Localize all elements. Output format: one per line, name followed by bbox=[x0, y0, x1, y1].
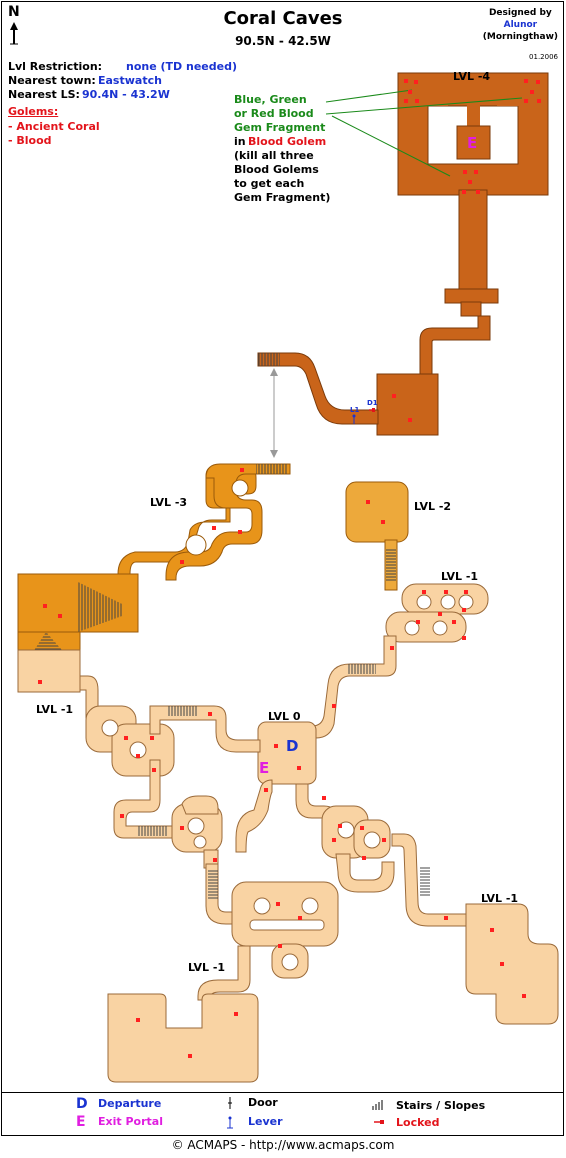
map-version: 01.2006 bbox=[529, 53, 558, 61]
designed-by-label: Designed by bbox=[488, 8, 552, 18]
note-line-3: Gem Fragment bbox=[234, 121, 326, 134]
stairs-slope bbox=[138, 826, 168, 836]
north-label: N bbox=[8, 4, 20, 20]
level-label-minus-1-w: LVL -1 bbox=[36, 703, 74, 716]
nearest-ls-label: Nearest LS: bbox=[8, 88, 80, 101]
level-minus-3-ring bbox=[231, 479, 249, 497]
departure-marker: D bbox=[286, 737, 299, 755]
lever-l1-label: L1 bbox=[350, 406, 360, 414]
stairs-slope bbox=[348, 664, 376, 674]
note-line-8: Gem Fragment) bbox=[234, 191, 331, 204]
map-title: Coral Caves bbox=[223, 8, 343, 29]
map-coordinates: 90.5N - 42.5W bbox=[235, 34, 331, 48]
departure-legend-symbol: D bbox=[76, 1096, 88, 1112]
golem-blood: - Blood bbox=[8, 134, 52, 147]
note-line-1: Blue, Green bbox=[234, 93, 307, 106]
stairs-slope bbox=[168, 706, 198, 716]
exit-portal-marker: E bbox=[259, 759, 270, 777]
stairs-slope bbox=[78, 582, 122, 632]
level-minus-4-bridge-left bbox=[418, 94, 448, 106]
level-minus-4-bridge-right bbox=[497, 94, 521, 106]
lvl-restriction-value: none (TD needed) bbox=[126, 60, 237, 73]
stairs-slope bbox=[258, 353, 280, 366]
lever-legend-icon bbox=[227, 1116, 233, 1129]
golem-spawn-dots bbox=[38, 79, 541, 1058]
level-label-minus-1-se: LVL -1 bbox=[481, 892, 519, 905]
door-d1-label: D1 bbox=[367, 399, 378, 407]
stairs-slope bbox=[420, 866, 430, 896]
departure-legend-label: Departure bbox=[98, 1097, 162, 1110]
door-legend-icon bbox=[228, 1097, 232, 1109]
arrow-head-up bbox=[270, 368, 278, 376]
note-pointer-lines bbox=[325, 89, 523, 177]
note-line-2: or Red Blood bbox=[234, 107, 314, 120]
level-minus-3-ring bbox=[185, 534, 207, 556]
legend-divider bbox=[2, 1092, 563, 1093]
golems-heading: Golems: bbox=[8, 105, 59, 118]
designer-server: (Morningthaw) bbox=[482, 32, 558, 43]
nearest-town-value: Eastwatch bbox=[98, 74, 162, 87]
level-label-minus-1-sw: LVL -1 bbox=[188, 961, 226, 974]
note-in-word: in bbox=[234, 135, 246, 148]
stairs-slope bbox=[256, 464, 288, 474]
level-label-minus-2: LVL -2 bbox=[414, 500, 452, 513]
stairs-legend-label: Stairs / Slopes bbox=[396, 1099, 486, 1112]
level-minus-4-exit-room bbox=[456, 125, 491, 160]
exit-legend-label: Exit Portal bbox=[98, 1115, 163, 1128]
exit-legend-symbol: E bbox=[76, 1114, 86, 1130]
level-label-minus-4: LVL -4 bbox=[453, 70, 491, 83]
door-lever-markers bbox=[352, 408, 375, 424]
golem-ancient-coral: - Ancient Coral bbox=[8, 120, 100, 133]
nearest-ls-value: 90.4N - 43.2W bbox=[82, 88, 170, 101]
lever-legend-label: Lever bbox=[248, 1115, 283, 1128]
door-legend-label: Door bbox=[248, 1096, 278, 1109]
level-minus-1-area bbox=[17, 583, 559, 1083]
locked-legend-icon bbox=[374, 1120, 384, 1124]
designer-credit: Designed by Alunor (Morningthaw) bbox=[483, 7, 558, 43]
exit-portal-marker-top: E bbox=[467, 134, 478, 152]
copyright-footer: © ACMAPS - http://www.acmaps.com bbox=[171, 1138, 395, 1152]
note-line-6: Blood Golems bbox=[234, 163, 319, 176]
note-line-7: to get each bbox=[234, 177, 305, 190]
level-minus-2-room bbox=[345, 481, 409, 543]
level-minus-4-stem bbox=[467, 104, 480, 128]
designer-name: Alunor bbox=[503, 20, 538, 31]
level-label-0: LVL 0 bbox=[268, 710, 301, 723]
level-minus-1-ring-holes bbox=[101, 594, 474, 971]
level-label-minus-1-ne: LVL -1 bbox=[441, 570, 479, 583]
lvl-restriction-label: Lvl Restriction: bbox=[8, 60, 103, 73]
level-label-minus-3: LVL -3 bbox=[150, 496, 188, 509]
arrow-head-down bbox=[270, 450, 278, 458]
locked-legend-label: Locked bbox=[396, 1116, 440, 1129]
north-arrow-icon bbox=[10, 22, 18, 45]
stairs-slope bbox=[208, 870, 218, 900]
stairs-slope bbox=[386, 548, 396, 582]
stairs-legend-icon bbox=[372, 1100, 383, 1110]
nearest-town-label: Nearest town: bbox=[8, 74, 96, 87]
note-line-5: (kill all three bbox=[234, 149, 314, 162]
level-minus-4-area bbox=[257, 72, 549, 436]
note-golem-name: Blood Golem bbox=[248, 135, 327, 148]
